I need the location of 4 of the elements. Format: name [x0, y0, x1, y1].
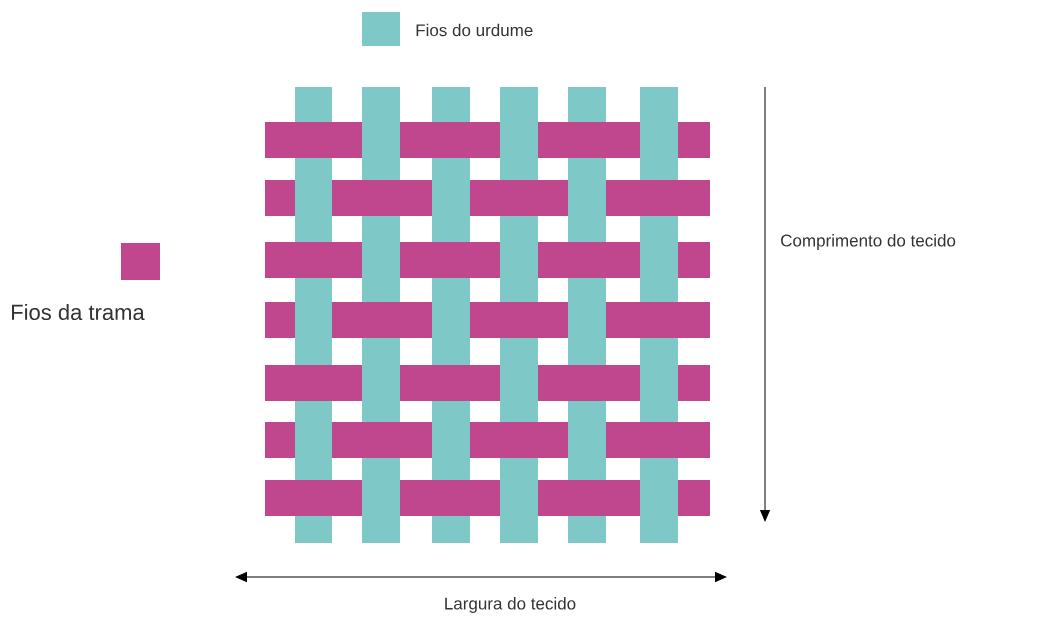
- legend-label: Fios da trama: [12, 303, 145, 321]
- legend-label: Fios do urdume: [416, 23, 533, 37]
- dimension-label: Comprimento do tecido: [781, 234, 956, 250]
- dimension-label: Largura do tecido: [445, 597, 576, 613]
